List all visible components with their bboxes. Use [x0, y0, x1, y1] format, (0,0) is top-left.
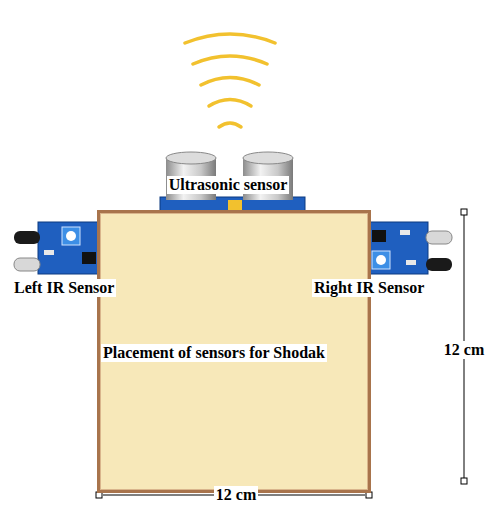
board-caption: Placement of sensors for Shodak — [101, 344, 327, 362]
smd-part — [406, 260, 416, 265]
transducer-top — [243, 152, 293, 164]
sensor-board-outline: Placement of sensors for Shodak — [97, 210, 371, 493]
dimension-handle — [461, 209, 467, 215]
ultrasonic-sensor — [160, 152, 305, 213]
ic-chip — [82, 252, 96, 264]
part-label: Right IR Sensor — [312, 279, 426, 297]
smd-part — [44, 250, 54, 255]
dimension-handle — [461, 478, 467, 484]
transducer-top — [166, 152, 216, 164]
ir-led-dark — [426, 258, 452, 271]
wave-arc — [185, 34, 275, 43]
wave-arc — [193, 56, 267, 64]
dimension-label: 12 cm — [442, 341, 486, 359]
part-label: Left IR Sensor — [12, 279, 116, 297]
crystal — [228, 200, 242, 210]
ir-led-clear — [426, 231, 452, 244]
dimension-label: 12 cm — [214, 486, 258, 504]
ir-led-clear — [14, 258, 40, 271]
ir-led-dark — [14, 231, 40, 244]
dimension-lines — [96, 209, 467, 498]
pot-knob — [376, 255, 386, 265]
wave-arc — [219, 123, 241, 127]
potentiometer — [372, 251, 390, 269]
part-label: Ultrasonic sensor — [167, 176, 290, 194]
smd-part — [400, 230, 410, 235]
potentiometer — [62, 227, 80, 245]
wave-arc — [201, 78, 259, 86]
pot-knob — [66, 231, 76, 241]
sound-waves — [185, 34, 275, 127]
ic-chip — [372, 230, 386, 242]
wave-arc — [209, 100, 251, 107]
